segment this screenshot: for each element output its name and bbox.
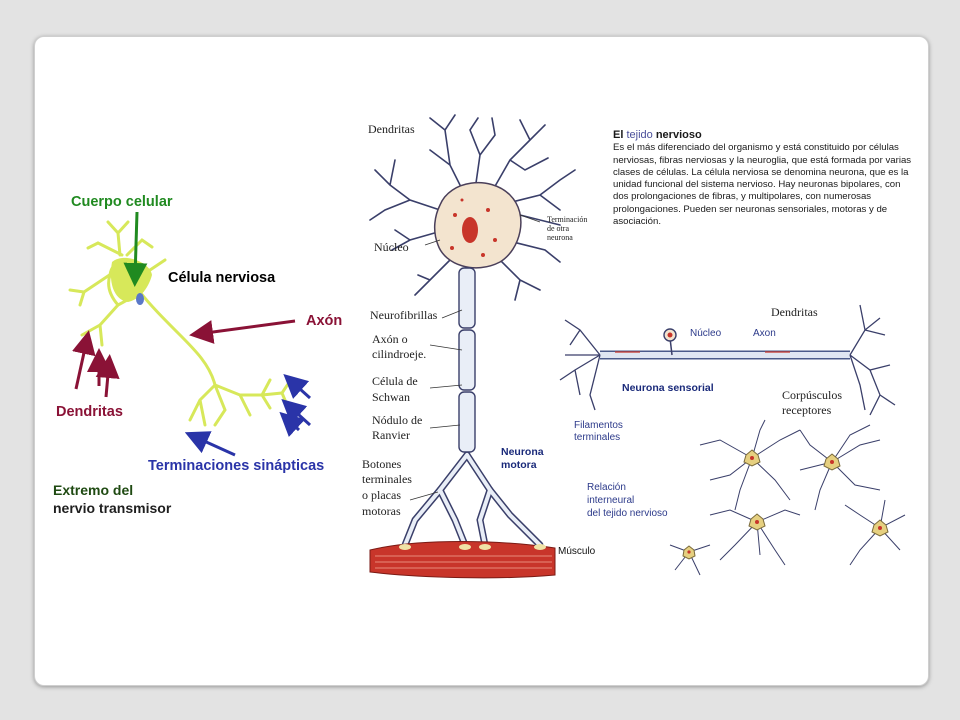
- label-relacion-3: del tejido nervioso: [587, 508, 668, 519]
- muscle-fibers: [375, 555, 552, 569]
- label-relacion-1: Relación: [587, 482, 626, 493]
- motor-label-botones-3: o placas: [362, 488, 401, 502]
- motor-label-musculo: Músculo: [558, 546, 596, 557]
- motor-label-axon-2: cilindroeje.: [372, 347, 427, 361]
- motor-label-terminacion-3: neurona: [547, 233, 573, 242]
- motor-label-botones-1: Botones: [362, 457, 402, 471]
- simple-neuron-nucleus: [136, 293, 144, 305]
- arrow-dendrita-3: [95, 354, 120, 398]
- sensory-label-corpusculos-2: receptores: [782, 403, 832, 417]
- arrow-axon: [189, 319, 296, 344]
- sensory-label-filamentos-1: Filamentos: [574, 420, 623, 431]
- motor-label-botones-2: terminales: [362, 472, 412, 486]
- simple-neuron: [68, 220, 294, 427]
- label-axon: Axón: [306, 313, 343, 329]
- para-title-bold: nervioso: [655, 129, 702, 141]
- motor-label-neurofibrillas: Neurofibrillas: [370, 308, 438, 322]
- label-extremo-2: nervio transmisor: [53, 500, 172, 516]
- arrow-term-1: [184, 431, 236, 457]
- motor-axon-branches-inner: [403, 453, 542, 547]
- interneural-network: [669, 419, 906, 576]
- label-celula-nerviosa: Célula nerviosa: [168, 270, 276, 286]
- motor-label-nodulo-2: Ranvier: [372, 428, 410, 442]
- para-title-prefix: El: [613, 129, 624, 141]
- interneural-nuclei: [687, 456, 882, 554]
- sensory-label-neurona: Neurona sensorial: [622, 382, 714, 394]
- motor-label-botones-4: motoras: [362, 504, 401, 518]
- tejido-nervioso-text: El tejido nervioso Es el más diferenciad…: [613, 129, 913, 228]
- para-title-link: tejido: [626, 129, 653, 141]
- arrow-dendrita-1: [72, 330, 96, 390]
- motor-label-schwan-2: Schwan: [372, 390, 410, 404]
- motor-label-nucleo: Núcleo: [374, 240, 409, 254]
- sensory-label-nucleo: Núcleo: [690, 328, 722, 339]
- sensory-label-filamentos-2: terminales: [574, 432, 621, 443]
- arrow-term-2: [283, 373, 312, 400]
- arrow-term-4: [279, 411, 306, 437]
- motor-label-neurona-2: motora: [501, 459, 537, 471]
- motor-leader-lines: [409, 214, 541, 501]
- motor-neuron-dots: [450, 198, 497, 257]
- motor-neuron-soma: [433, 181, 522, 269]
- sensory-label-axon: Axon: [753, 328, 776, 339]
- label-cuerpo-celular: Cuerpo celular: [71, 194, 173, 210]
- arrow-cuerpo: [123, 211, 148, 287]
- motor-label-neurona-1: Neurona: [501, 446, 544, 458]
- motor-label-terminacion-2: de otra: [547, 224, 569, 233]
- sensory-label-corpusculos-1: Corpúsculos: [782, 388, 842, 402]
- interneural-cells: [682, 449, 889, 560]
- sensory-label-dendritas: Dendritas: [771, 305, 818, 319]
- motor-axon: [458, 267, 476, 453]
- motor-end-plates: [399, 544, 546, 550]
- label-extremo-1: Extremo del: [53, 482, 134, 498]
- sensory-nucleus: [667, 332, 673, 338]
- sensory-neuron: [559, 304, 896, 416]
- motor-label-dendritas: Dendritas: [368, 122, 415, 136]
- motor-label-schwan-1: Célula de: [372, 374, 418, 388]
- motor-neuron-nucleus: [462, 217, 478, 243]
- label-relacion-2: interneural: [587, 495, 635, 506]
- motor-label-nodulo-1: Nódulo de: [372, 413, 423, 427]
- muscle: [369, 541, 556, 579]
- motor-neuron-dendrites: [369, 114, 576, 301]
- para-body: Es el más diferenciado del organismo y e…: [613, 142, 912, 228]
- label-dendritas: Dendritas: [56, 404, 123, 420]
- simple-neuron-body: [110, 257, 152, 302]
- motor-label-axon-1: Axón o: [372, 332, 408, 346]
- label-terminaciones: Terminaciones sinápticas: [148, 458, 325, 474]
- motor-label-terminacion-1: Terminación: [547, 215, 588, 224]
